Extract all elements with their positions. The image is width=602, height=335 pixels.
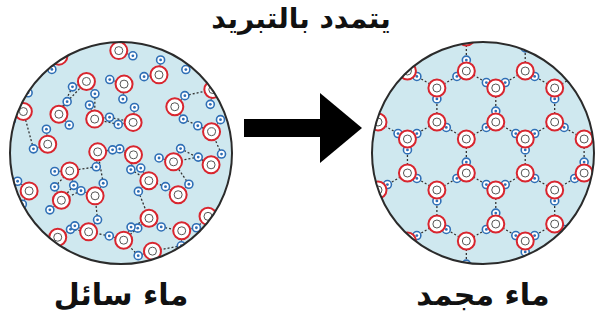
sample-caption: ماء مجمد <box>370 278 596 313</box>
sample-caption: ماء سائل <box>8 278 234 313</box>
water-sample: ماء مجمد <box>370 40 596 317</box>
liquid-molecules <box>8 40 234 266</box>
diagram-title: يتمدد بالتبريد <box>0 2 602 36</box>
water-sample: ماء سائل <box>8 40 234 317</box>
process-arrow <box>244 119 328 137</box>
ice-lattice <box>370 40 596 266</box>
